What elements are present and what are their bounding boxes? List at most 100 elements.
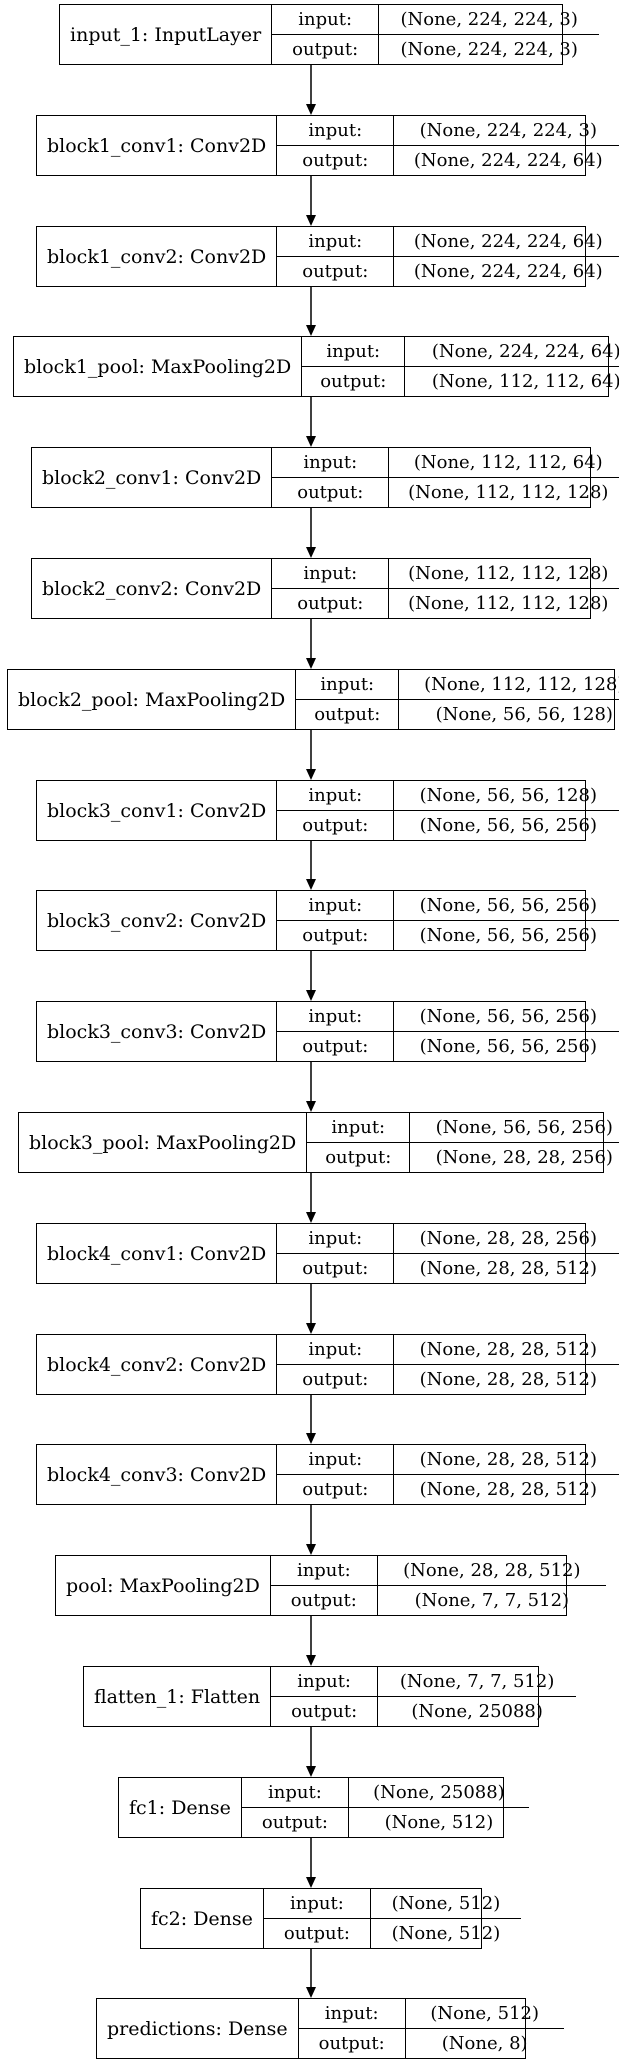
output-label: output: — [296, 700, 400, 729]
layer-name: block3_conv2: Conv2D — [37, 891, 278, 950]
output-label: output: — [272, 589, 390, 618]
input-shape: (None, 56, 56, 256) — [419, 895, 597, 916]
layer-output-row: output: (None, 112, 112, 128) — [272, 477, 619, 507]
layer-name: block2_conv2: Conv2D — [32, 559, 273, 618]
layer-output-row: output: (None, 112, 112, 128) — [272, 588, 619, 618]
output-label: output: — [302, 367, 406, 396]
layer-input-row: input:(None, 25088) — [242, 1778, 529, 1807]
layer-input-row: input:(None, 224, 224, 64) — [277, 227, 619, 256]
layer-name: block1_pool: MaxPooling2D — [14, 337, 303, 396]
output-shape: (None, 28, 28, 512) — [419, 1479, 597, 1500]
layer-output-row: output:(None, 25088) — [271, 1696, 577, 1726]
input-shape: (None, 56, 56, 256) — [419, 1006, 597, 1027]
output-shape: (None, 56, 56, 128) — [435, 704, 613, 725]
layer-io-table: input: (None, 56, 56, 128) output:(None, 5… — [277, 781, 619, 840]
layer-io-table: input:(None, 224, 224, 3)output:(None, 2… — [277, 116, 619, 175]
layer-output-row: output:(None, 8) — [298, 2028, 564, 2058]
layer-input-row: input:(None, 56, 56, 256) — [277, 1002, 619, 1031]
input-shape: (None, 56, 56, 128) — [419, 785, 597, 806]
input-label: input: — [272, 5, 380, 34]
output-shape: (None, 56, 56, 256) — [419, 925, 597, 946]
output-shape: (None, 28, 28, 512) — [419, 1258, 597, 1279]
input-label: input: — [272, 448, 390, 477]
input-label: input: — [299, 1999, 406, 2028]
layer-input-row: input:(None, 112, 112, 128) — [272, 559, 619, 588]
layer-input-row: input:(None, 28, 28, 512) — [271, 1556, 606, 1585]
input-label: input: — [264, 1889, 371, 1918]
input-shape: (None, 112, 112, 64) — [413, 452, 603, 473]
layer-io-table: input:(None, 56, 56, 256)output:(None, 5… — [277, 1002, 619, 1061]
layer-input-row: input:(None, 112, 112, 128) — [296, 670, 619, 699]
layer-input-row: input:(None, 224, 224, 3) — [277, 116, 619, 145]
input-shape: (None, 224, 224, 3) — [419, 120, 597, 141]
arrow-head-icon — [306, 990, 316, 1001]
layer-name: block4_conv2: Conv2D — [37, 1335, 278, 1394]
layer-name: block3_conv1: Conv2D — [37, 781, 278, 840]
arrow-head-icon — [306, 1766, 316, 1777]
layer-name: fc2: Dense — [141, 1889, 264, 1948]
layer-output-row: output:(None, 112, 112, 64) — [302, 366, 619, 396]
input-label: input: — [271, 1556, 378, 1585]
layer-input-row: input:(None, 7, 7, 512) — [271, 1667, 576, 1696]
layer-io-table: input:(None, 28, 28, 512)output:(None, 7… — [270, 1556, 606, 1615]
input-shape: (None, 7, 7, 512) — [399, 1671, 555, 1692]
output-label: output: — [277, 146, 395, 175]
output-label: output: — [272, 478, 390, 507]
arrow-head-icon — [306, 1323, 316, 1334]
layer-name: block3_pool: MaxPooling2D — [19, 1113, 308, 1172]
layer-name: pool: MaxPooling2D — [56, 1556, 271, 1615]
output-label: output: — [299, 2029, 406, 2058]
layer-name: block3_conv3: Conv2D — [37, 1002, 278, 1061]
output-label: output: — [271, 1697, 379, 1726]
layer-io-table: input:(None, 512)output:(None, 8) — [298, 1999, 564, 2058]
layer-output-row: output:(None, 224, 224, 64) — [277, 145, 619, 175]
layer-output-row: output:(None, 7, 7, 512) — [270, 1585, 606, 1615]
output-shape: (None, 512) — [391, 1923, 501, 1944]
input-label: input: — [307, 1113, 411, 1142]
arrow-head-icon — [306, 1212, 316, 1223]
layer-input-row: input:(None, 28, 28, 256) — [277, 1224, 619, 1253]
layer-output-row: output:(None, 512) — [241, 1807, 529, 1837]
output-shape: (None, 112, 112, 128) — [408, 593, 609, 614]
layer-io-table: input:(None, 28, 28, 512)output:(None, 2… — [277, 1335, 619, 1394]
arrow-head-icon — [306, 1987, 316, 1998]
output-label: output: — [264, 1919, 371, 1948]
input-label: input: — [277, 781, 395, 810]
output-shape: (None, 28, 28, 256) — [435, 1147, 613, 1168]
arrow-head-icon — [306, 1101, 316, 1112]
input-label: input: — [277, 227, 395, 256]
layer-output-row: output:(None, 56, 56, 256) — [277, 810, 619, 840]
layer-io-table: input: (None, 112, 112, 64) output: (None, … — [272, 448, 619, 507]
layer-name: block4_conv1: Conv2D — [37, 1224, 278, 1283]
layer-output-row: output:(None, 56, 56, 256) — [277, 920, 619, 950]
input-shape: (None, 112, 112, 128) — [424, 674, 619, 695]
layer-io-table: input:(None, 224, 224, 3)output:(None, 2… — [272, 5, 600, 64]
arrow-head-icon — [306, 879, 316, 890]
output-label: output: — [307, 1143, 411, 1172]
layer-input-row: input:(None, 28, 28, 512) — [277, 1445, 619, 1474]
layer-name: block2_pool: MaxPooling2D — [8, 670, 297, 729]
output-label: output: — [277, 1254, 395, 1283]
input-shape: (None, 112, 112, 128) — [408, 563, 609, 584]
output-shape: (None, 56, 56, 256) — [419, 815, 597, 836]
output-shape: (None, 112, 112, 128) — [408, 482, 609, 503]
layer-input-row: input: (None, 112, 112, 64) — [272, 448, 619, 477]
output-label: output: — [277, 257, 395, 286]
output-label: output: — [272, 35, 380, 64]
layer-output-row: output:(None, 224, 224, 3) — [272, 34, 600, 64]
input-shape: (None, 56, 56, 256) — [435, 1117, 613, 1138]
input-shape: (None, 28, 28, 512) — [419, 1339, 597, 1360]
layer-io-table: input: (None, 56, 56, 256) output: (None, 2… — [307, 1113, 619, 1172]
layer-io-table: input:(None, 512)output:(None, 512) — [263, 1889, 521, 1948]
